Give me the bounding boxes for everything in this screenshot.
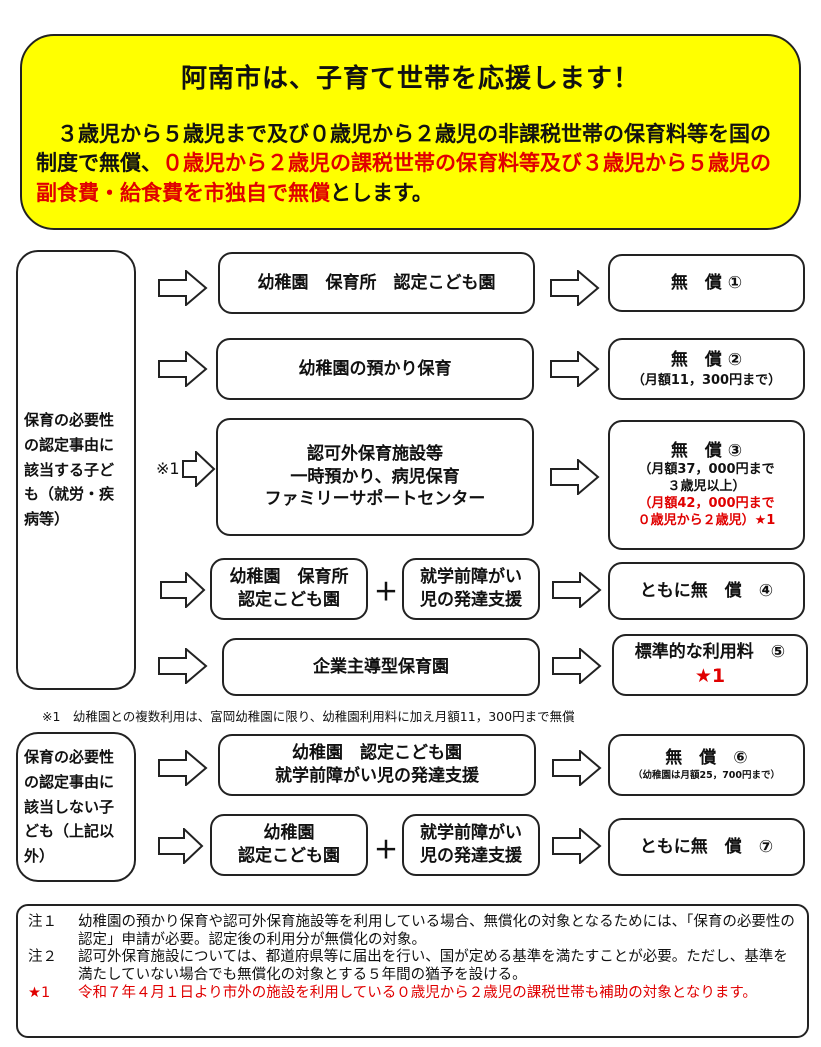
arrow-right-icon [182, 451, 216, 487]
facility2-row4-line2: 児の発達支援 [420, 590, 522, 610]
arrow-right-icon [552, 572, 602, 608]
notes-box: 注１ 幼稚園の預かり保育や認可外保育施設等を利用している場合、無償化の対象となる… [16, 904, 809, 1038]
result-row3-note-line1: （月額37，000円まで [638, 462, 775, 478]
result-row5-star: ★1 [694, 664, 726, 687]
facility-box-row2: 幼稚園の預かり保育 [216, 338, 534, 400]
note-2-text: 認可外保育施設については、都道府県等に届出を行い、国が定める基準を満たすことが必… [78, 949, 788, 984]
result-row3-note-line2: ３歳児以上） [667, 479, 746, 495]
result-box-row2: 無 償 ② （月額11，300円まで） [608, 338, 805, 400]
arrow-right-icon [158, 648, 208, 684]
arrow-right-icon [158, 828, 204, 864]
result-row1: 無 償 ① [670, 272, 743, 293]
arrow-right-icon [158, 351, 208, 387]
note-1: 注１ 幼稚園の預かり保育や認可外保育施設等を利用している場合、無償化の対象となる… [28, 914, 797, 949]
facility-box-row5: 企業主導型保育園 [222, 638, 540, 696]
result-box-row4: ともに無 償 ④ [608, 562, 805, 620]
facility-box-row4: 幼稚園 保育所 認定こども園 [210, 558, 368, 620]
footnote-1: ※1 幼稚園との複数利用は、富岡幼稚園に限り、幼稚園利用料に加え月額11，300… [42, 709, 575, 724]
header-banner: 阿南市は、子育て世帯を応援します！ ３歳児から５歳児まで及び０歳児から２歳児の非… [20, 34, 801, 230]
facility2-row4-line1: 就学前障がい [420, 567, 522, 588]
result-row6-note: （幼稚園は月額25，700円まで） [632, 770, 781, 782]
arrow-right-icon [158, 750, 208, 786]
result-row3-red-line1: （月額42，000円まで [638, 496, 775, 512]
facility-row5: 企業主導型保育園 [313, 656, 449, 677]
facility-box-row7: 幼稚園 認定こども園 [210, 814, 368, 876]
result-box-row3: 無 償 ③ （月額37，000円まで ３歳児以上） （月額42，000円まで ０… [608, 420, 805, 550]
facility-row2: 幼稚園の預かり保育 [298, 358, 452, 379]
facility2-box-row4: 就学前障がい 児の発達支援 [402, 558, 540, 620]
facility-row6-line2: 就学前障がい児の発達支援 [275, 766, 479, 786]
facility2-box-row7: 就学前障がい 児の発達支援 [402, 814, 540, 876]
arrow-right-icon [552, 750, 602, 786]
arrow-right-icon [550, 270, 600, 306]
facility-row1: 幼稚園 保育所 認定こども園 [257, 272, 496, 293]
facility-row3-line2: 一時預かり、病児保育 [290, 466, 460, 487]
facility-row4-line1: 幼稚園 保育所 [229, 567, 349, 588]
banner-text-part1: ３歳児から５歳児まで及び０歳児から２歳児の非課税世帯の保育料等を国の制度で無償、 [36, 122, 771, 176]
arrow-right-icon [160, 572, 206, 608]
result-row2: 無 償 ② [670, 349, 743, 370]
facility2-row7-line2: 児の発達支援 [420, 846, 522, 866]
note-2: 注２ 認可外保育施設については、都道府県等に届出を行い、国が定める基準を満たすこ… [28, 949, 797, 984]
note-star-key: ★1 [28, 984, 51, 1001]
result-row3: 無 償 ③ [670, 441, 743, 462]
facility-box-row1: 幼稚園 保育所 認定こども園 [218, 252, 535, 314]
facility-row7-line1: 幼稚園 [263, 823, 315, 844]
result-box-row7: ともに無 償 ⑦ [608, 818, 805, 876]
plus-sign-row4: ＋ [374, 578, 398, 606]
banner-text-highlight: ０歳児から２歳児の課税世帯の保育料等及び３歳児から５歳児の副食費・給食費を市独自… [36, 151, 771, 205]
facility-box-row3: 認可外保育施設等 一時預かり、病児保育 ファミリーサポートセンター [216, 418, 534, 536]
result-row3-red-line2: ０歳児から２歳児）★1 [637, 512, 776, 528]
note-1-text: 幼稚園の預かり保育や認可外保育施設等を利用している場合、無償化の対象となるために… [78, 914, 795, 948]
result-box-row6: 無 償 ⑥ （幼稚園は月額25，700円まで） [608, 734, 805, 796]
note-star: ★1 令和７年４月１日より市外の施設を利用している０歳児から２歳児の課税世帯も補… [28, 985, 797, 1003]
facility-box-row6: 幼稚園 認定こども園 就学前障がい児の発達支援 [218, 734, 536, 796]
facility-row6-line1: 幼稚園 認定こども園 [292, 743, 462, 764]
ref-mark: ※1 [156, 459, 180, 478]
arrow-right-icon [550, 459, 600, 495]
arrow-right-icon [550, 351, 600, 387]
banner-title: 阿南市は、子育て世帯を応援します！ [180, 64, 640, 94]
result-row4: ともに無 償 ④ [639, 580, 774, 601]
result-box-row5: 標準的な利用料 ⑤ ★1 [612, 634, 808, 696]
facility-row7-line2: 認定こども園 [238, 846, 340, 866]
group-not-required-label: 保育の必要性の認定事由に該当しない子ども（上記以外） [24, 748, 115, 866]
group-required-label: 保育の必要性の認定事由に該当する子ども（就労・疾病等） [24, 411, 115, 529]
result-row2-note: （月額11，300円まで） [631, 372, 782, 388]
facility-row4-line2: 認定こども園 [238, 590, 340, 610]
group-required-label-box: 保育の必要性の認定事由に該当する子ども（就労・疾病等） [16, 250, 136, 690]
arrow-right-icon [552, 648, 602, 684]
note-star-text: 令和７年４月１日より市外の施設を利用している０歳児から２歳児の課税世帯も補助の対… [78, 984, 757, 1001]
facility-row3-line1: 認可外保育施設等 [307, 443, 443, 464]
facility2-row7-line1: 就学前障がい [420, 823, 522, 844]
group-not-required-label-box: 保育の必要性の認定事由に該当しない子ども（上記以外） [16, 732, 136, 882]
banner-text: ３歳児から５歳児まで及び０歳児から２歳児の非課税世帯の保育料等を国の制度で無償、… [36, 120, 791, 208]
plus-sign-row7: ＋ [374, 836, 398, 864]
result-row5: 標準的な利用料 ⑤ [634, 641, 786, 662]
arrow-right-icon [552, 828, 602, 864]
result-row7: ともに無 償 ⑦ [639, 836, 774, 857]
facility-row3-line3: ファミリーサポートセンター [264, 489, 486, 510]
arrow-right-icon [158, 270, 208, 306]
banner-text-part2: とします。 [330, 180, 433, 205]
note-1-key: 注１ [28, 914, 57, 930]
result-row6: 無 償 ⑥ [665, 748, 748, 769]
result-box-row1: 無 償 ① [608, 254, 805, 312]
note-2-key: 注２ [28, 949, 57, 966]
